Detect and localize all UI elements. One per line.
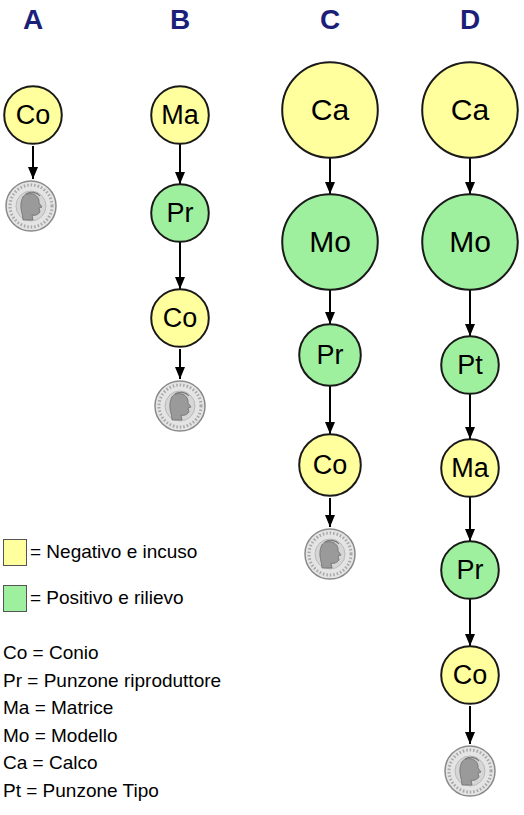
process-circle: Pr xyxy=(150,183,210,243)
flow-arrow xyxy=(469,290,471,336)
column-letter: A xyxy=(3,4,63,36)
process-circle: Co xyxy=(3,85,63,145)
circle-shape xyxy=(299,324,361,386)
legend-text: = Positivo e rilievo xyxy=(30,587,184,609)
node-label: Ca xyxy=(311,94,349,126)
circle-shape xyxy=(441,439,499,497)
flow-arrow xyxy=(469,497,471,541)
flow-arrow xyxy=(469,599,471,646)
node-label: Co xyxy=(313,451,348,479)
legend-swatch xyxy=(3,585,27,612)
column-letter: D xyxy=(440,4,500,36)
circle-shape xyxy=(151,184,209,242)
circle-content: Pr xyxy=(440,540,500,600)
arrow-to-coin xyxy=(32,146,34,179)
abbreviation-note: Ca = Calco xyxy=(3,752,98,774)
node-label: Pr xyxy=(457,556,484,584)
node-label: Co xyxy=(16,101,51,129)
process-circle: Pr xyxy=(440,540,500,600)
abbreviation-note: Co = Conio xyxy=(3,642,99,664)
coin-illustration xyxy=(6,181,56,231)
process-circle: Ma xyxy=(150,85,210,145)
circle-content: Ma xyxy=(150,85,210,145)
circle-shape xyxy=(151,86,209,144)
abbreviation-note: Ma = Matrice xyxy=(3,697,113,719)
node-label: Pr xyxy=(167,199,194,227)
node-label: Ma xyxy=(161,101,199,129)
legend-text: = Negativo e incuso xyxy=(30,541,197,563)
node-label: Pr xyxy=(317,341,344,369)
process-circle: Mo xyxy=(281,193,379,291)
node-label: Ca xyxy=(451,94,489,126)
abbreviation-note: Pr = Punzone riproduttore xyxy=(3,670,221,692)
process-circle: Mo xyxy=(421,193,519,291)
circle-shape xyxy=(299,434,361,496)
legend-swatch xyxy=(3,539,27,566)
arrow-to-coin xyxy=(179,349,181,379)
circle-content: Ma xyxy=(440,438,500,498)
circle-shape xyxy=(282,194,378,290)
abbreviation-note: Pt = Punzone Tipo xyxy=(3,780,159,802)
circle-shape xyxy=(4,86,62,144)
circle-shape xyxy=(151,289,209,347)
flow-arrow xyxy=(179,144,181,184)
process-circle: Co xyxy=(298,433,362,497)
coin-illustration xyxy=(445,746,495,796)
flow-arrow xyxy=(329,386,331,434)
circle-content: Co xyxy=(3,85,63,145)
flow-arrow xyxy=(469,158,471,194)
abbreviation-note: Mo = Modello xyxy=(3,725,118,747)
circle-shape xyxy=(422,62,518,158)
circle-content: Mo xyxy=(421,193,519,291)
circle-content: Ca xyxy=(281,61,379,159)
process-circle: Ca xyxy=(421,61,519,159)
coin-illustration xyxy=(305,529,355,579)
circle-content: Pr xyxy=(150,183,210,243)
coin-illustration xyxy=(155,381,205,431)
process-circle: Pr xyxy=(298,323,362,387)
circle-shape xyxy=(282,62,378,158)
circle-shape xyxy=(441,336,499,394)
arrow-to-coin xyxy=(329,498,331,527)
node-label: Co xyxy=(453,661,488,689)
circle-content: Pt xyxy=(440,335,500,395)
column-letter: B xyxy=(150,4,210,36)
arrow-to-coin xyxy=(469,706,471,744)
process-circle: Ma xyxy=(440,438,500,498)
circle-content: Pr xyxy=(298,323,362,387)
flow-arrow xyxy=(179,242,181,289)
column-letter: C xyxy=(300,4,360,36)
circle-content: Mo xyxy=(281,193,379,291)
flow-arrow xyxy=(469,394,471,439)
process-circle: Co xyxy=(440,645,500,705)
process-circle: Ca xyxy=(281,61,379,159)
flow-arrow xyxy=(329,158,331,194)
flow-arrow xyxy=(329,290,331,324)
node-label: Mo xyxy=(449,226,491,258)
node-label: Mo xyxy=(309,226,351,258)
process-circle: Pt xyxy=(440,335,500,395)
circle-shape xyxy=(441,646,499,704)
circle-shape xyxy=(422,194,518,290)
circle-content: Co xyxy=(150,288,210,348)
node-label: Pt xyxy=(457,351,483,379)
circle-content: Co xyxy=(440,645,500,705)
node-label: Co xyxy=(163,304,198,332)
circle-content: Ca xyxy=(421,61,519,159)
process-circle: Co xyxy=(150,288,210,348)
circle-shape xyxy=(441,541,499,599)
circle-content: Co xyxy=(298,433,362,497)
node-label: Ma xyxy=(451,454,489,482)
